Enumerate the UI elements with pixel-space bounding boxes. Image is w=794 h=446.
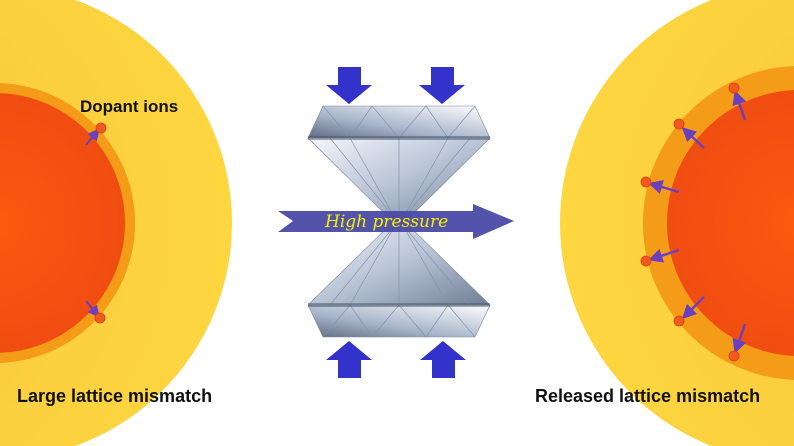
dopant-arrow [85,300,100,318]
right-caption: Released lattice mismatch [535,386,760,406]
high-pressure-arrow [278,204,514,239]
high-pressure-label: High pressure [324,212,448,232]
dopant-ion [95,122,107,134]
dopant-ions-label: Dopant ions [80,97,178,116]
arrow-down-icon [419,67,465,104]
top-diamond [307,105,491,223]
right-nanoparticle [560,0,794,446]
dopant-ions [640,82,740,362]
arrow-up-icon [420,341,466,378]
dopant-ion [94,312,106,324]
left-core [0,93,125,353]
arrow-down-icon [326,67,372,104]
dopant-arrow [85,128,100,146]
right-core [667,90,794,356]
left-caption: Large lattice mismatch [17,386,212,406]
left-nanoparticle [0,0,232,446]
bottom-diamond [307,221,491,338]
arrow-up-icon [326,341,372,378]
pressure-arrows [326,67,466,378]
dopant-arrows [648,90,747,354]
